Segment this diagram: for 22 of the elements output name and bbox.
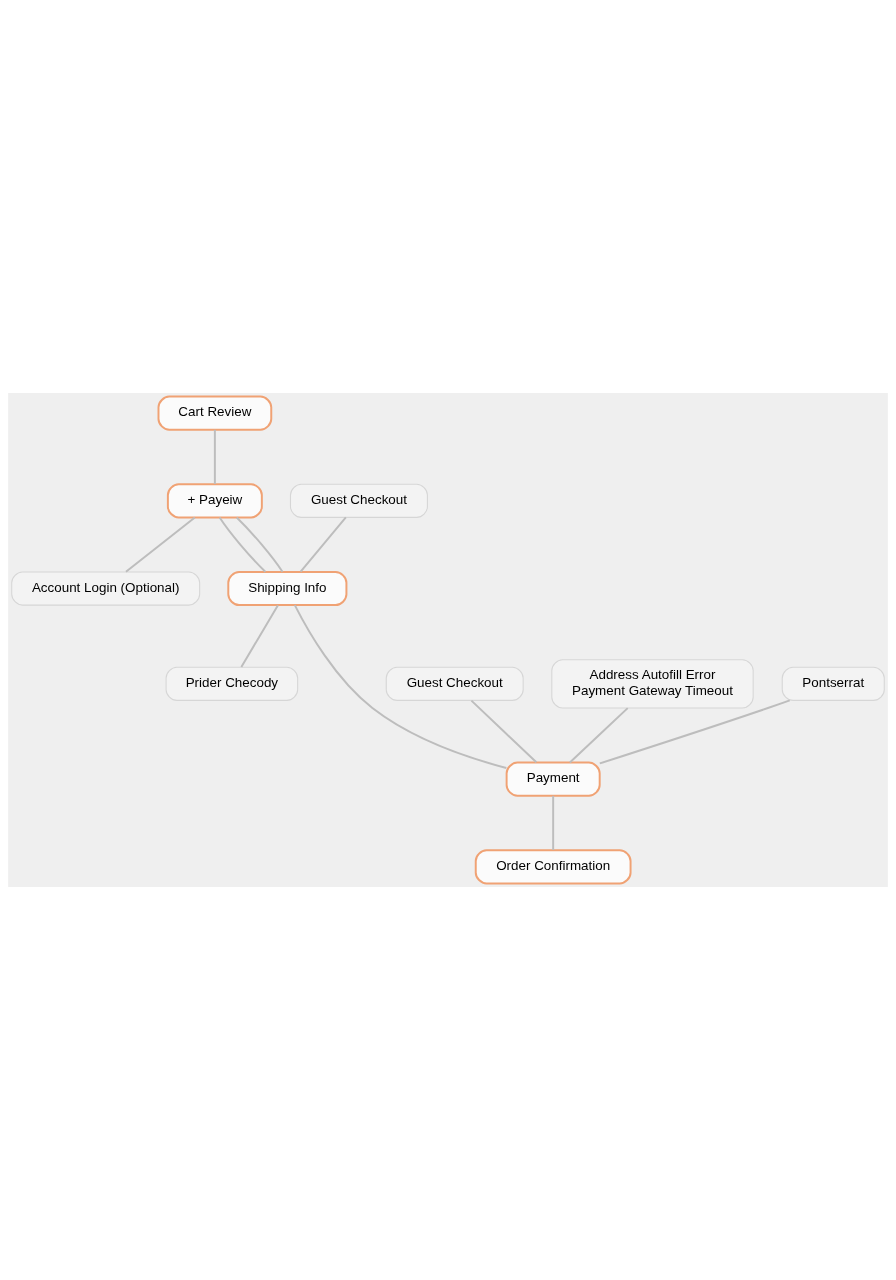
connector bbox=[299, 516, 347, 573]
connector bbox=[218, 516, 267, 573]
node-box: Shipping Info bbox=[227, 571, 348, 607]
node-box: Cart Review bbox=[157, 395, 273, 431]
connector bbox=[470, 699, 538, 764]
connector bbox=[568, 707, 629, 764]
connector bbox=[293, 604, 508, 769]
connector bbox=[124, 516, 196, 573]
node-box: Order Confirmation bbox=[474, 849, 632, 885]
node-box: Account Login (Optional) bbox=[11, 571, 201, 606]
node-box: Address Autofill Error Payment Gateway Timeout bbox=[551, 659, 754, 709]
connector bbox=[240, 604, 279, 668]
connector bbox=[213, 428, 216, 485]
node-box: Pontserrat bbox=[781, 666, 885, 701]
connector bbox=[552, 794, 555, 851]
node-box: Prider Checody bbox=[165, 666, 299, 701]
connector bbox=[598, 699, 791, 765]
node-box: Payment bbox=[505, 761, 601, 797]
node-box: + Payeiw bbox=[166, 483, 263, 519]
connector bbox=[235, 516, 284, 573]
node-box: Guest Checkout bbox=[289, 483, 428, 518]
node-box: Guest Checkout bbox=[385, 666, 524, 701]
